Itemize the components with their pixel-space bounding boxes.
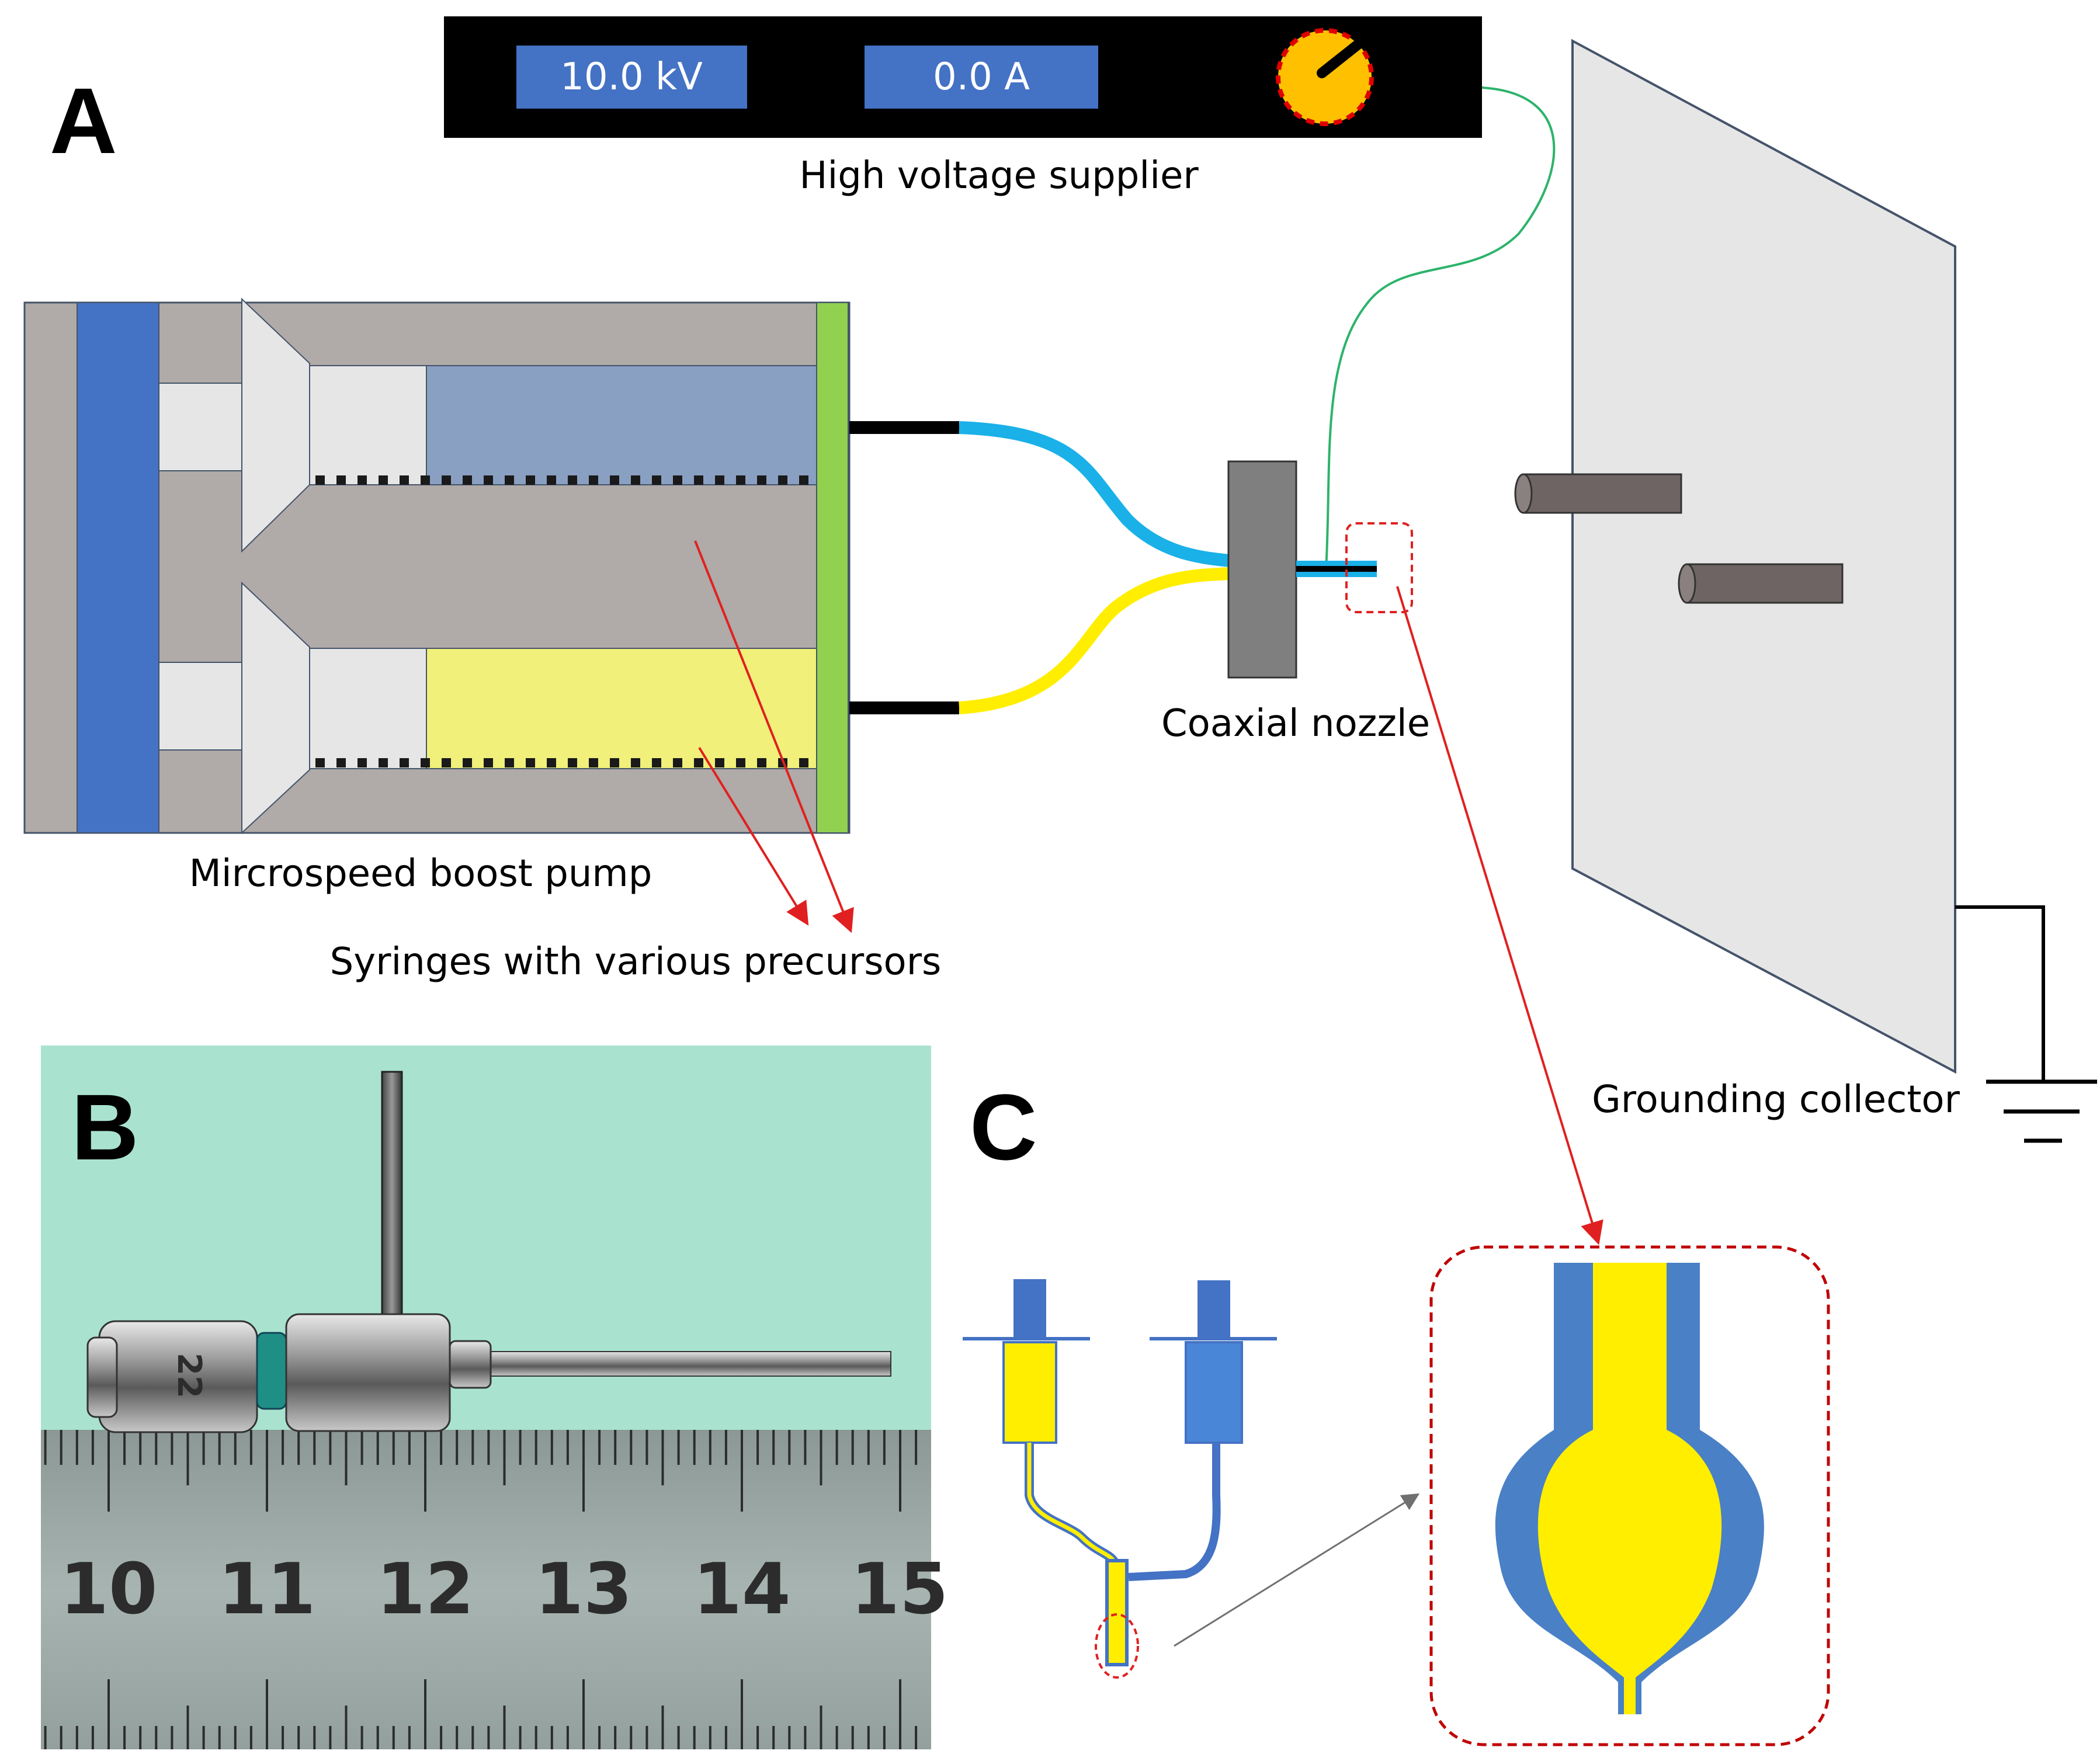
collector-label: Grounding collector — [1592, 1078, 1960, 1121]
blue-syringe-schematic — [1150, 1280, 1277, 1444]
high-voltage-wire — [1325, 86, 1556, 570]
coaxial-nozzle-body — [1227, 460, 1297, 679]
blue-fluid-tube — [959, 421, 1231, 567]
ruler-number: 11 — [218, 1549, 316, 1630]
yellow-feed-line-inner — [1027, 1443, 1118, 1577]
nozzle-zoom-arrow — [1396, 586, 1603, 1245]
grounding-collector-plate — [1571, 39, 1956, 1074]
panel-letter-a: A — [50, 68, 117, 173]
schematic-nozzle — [1105, 1559, 1129, 1666]
ruler-number: 14 — [693, 1549, 791, 1630]
needle-hub-rim — [86, 1336, 118, 1418]
ruler-number: 15 — [851, 1549, 949, 1630]
supplier-label: High voltage supplier — [799, 154, 1199, 197]
nozzle-zoom-marker — [1345, 522, 1413, 613]
pump-pusher-plate — [77, 302, 159, 833]
schematic-zoom-marker — [1095, 1613, 1139, 1679]
needle-collar — [449, 1340, 492, 1389]
voltage-readout: 10.0 kV — [560, 55, 703, 99]
schematic-zoom-arrow — [1174, 1493, 1420, 1647]
pump-end-plate — [816, 302, 849, 833]
upper-syringe-fluid — [426, 365, 817, 485]
nozzle-photo: 10 11 12 13 14 15 22 — [41, 1046, 949, 1749]
upper-plunger-head — [309, 365, 427, 485]
current-readout: 0.0 A — [933, 55, 1030, 99]
current-display — [865, 46, 1098, 109]
needle-hub-rear — [285, 1313, 451, 1432]
yellow-fluid-tube — [959, 567, 1230, 714]
blue-feed-line — [1128, 1443, 1221, 1581]
ruler-number: 10 — [60, 1549, 158, 1630]
boost-pump — [23, 297, 851, 835]
taylor-cone-zoom-frame — [1429, 1245, 1830, 1746]
ruler-numbers: 10 11 12 13 14 15 — [60, 1549, 949, 1630]
panel-letter-c: C — [970, 1075, 1037, 1179]
voltage-display — [516, 46, 747, 109]
upper-plunger-rod — [158, 383, 242, 471]
lower-plunger-head — [309, 648, 427, 769]
nozzle-tip-inner — [1296, 566, 1377, 572]
knob-pointer — [1317, 34, 1369, 78]
ruler-number: 12 — [377, 1549, 474, 1630]
yellow-syringe-schematic — [963, 1279, 1090, 1444]
lower-syringe-fluid — [426, 648, 817, 769]
nozzle-label: Coaxial nozzle — [1161, 702, 1430, 745]
yellow-feed-line-outer — [1025, 1443, 1120, 1577]
panel-letter-b: B — [71, 1075, 139, 1179]
ground-symbol-icon — [1986, 1079, 2097, 1143]
syringes-label: Syringes with various precursors — [330, 940, 942, 984]
pump-label: Mircrospeed boost pump — [189, 852, 652, 895]
needle-gauge-marking: 22 — [170, 1353, 208, 1398]
high-voltage-supplier: 10.0 kV 0.0 A — [444, 16, 1482, 138]
side-needle — [381, 1071, 403, 1330]
lower-plunger-rod — [158, 662, 242, 751]
syringe-arrow-2 — [698, 746, 809, 926]
lower-plunger-flange — [241, 581, 310, 835]
o-ring — [256, 1332, 287, 1410]
collected-fiber-1 — [1514, 473, 1682, 514]
ground-wire — [1955, 905, 2045, 1082]
ruler-number: 13 — [535, 1549, 633, 1630]
syringe-arrow-1 — [694, 540, 854, 933]
ruler — [41, 1430, 931, 1749]
main-needle — [478, 1351, 891, 1377]
collected-fiber-2 — [1678, 563, 1844, 604]
ruler-ticks — [44, 1430, 918, 1749]
taylor-cone-core — [1537, 1263, 1722, 1714]
